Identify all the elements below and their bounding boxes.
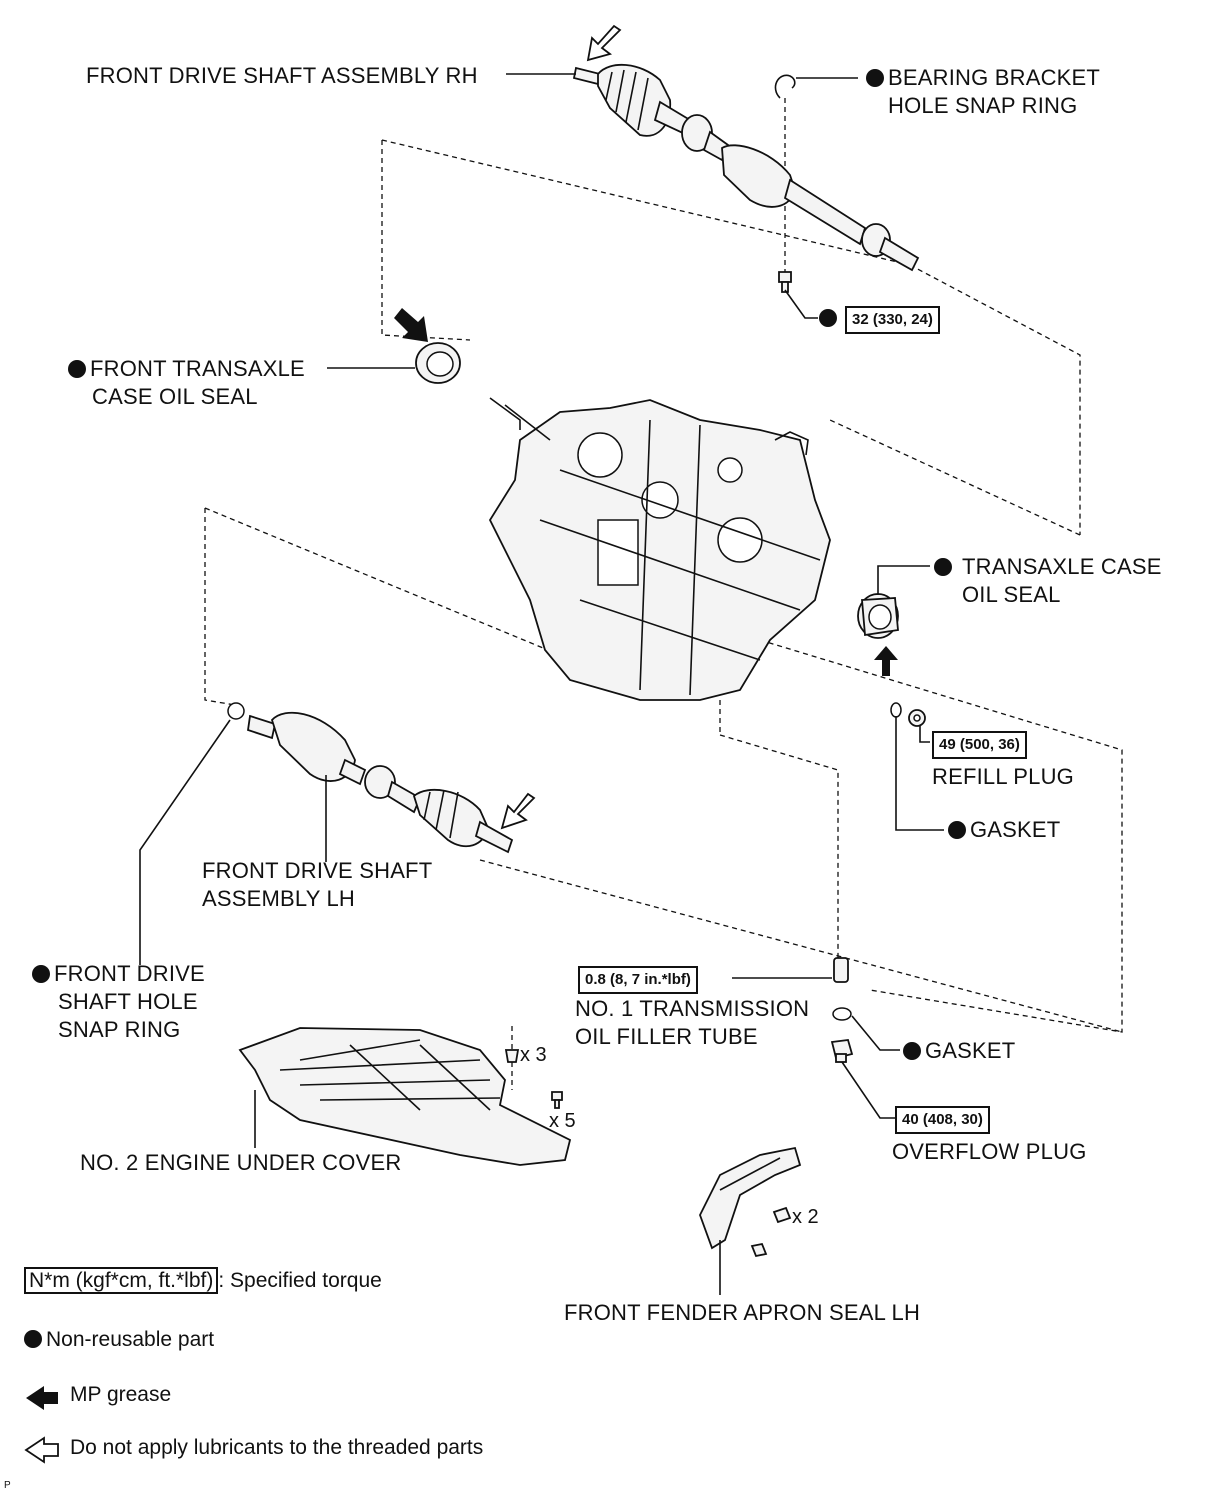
label-gasket-lower: GASKET — [903, 1037, 1015, 1065]
front-drive-shaft-lh-part — [227, 702, 514, 854]
fender-screw-part — [750, 1206, 792, 1258]
mp-grease-arrow-icon — [874, 646, 898, 676]
label-fender-apron-seal: FRONT FENDER APRON SEAL LH — [564, 1300, 921, 1325]
label-engine-under-cover: NO. 2 ENGINE UNDER COVER — [80, 1150, 402, 1175]
nonreusable-dot-icon — [934, 558, 952, 576]
label-front-drive-shaft-rh: FRONT DRIVE SHAFT ASSEMBLY RH — [86, 63, 478, 88]
label-oil-filler-tube: NO. 1 TRANSMISSION — [575, 996, 810, 1021]
front-drive-shaft-rh-part — [572, 63, 920, 272]
label-overflow-plug: OVERFLOW PLUG — [892, 1139, 1087, 1164]
cover-bolt-part — [551, 1091, 563, 1109]
label-front-transaxle-oil-seal: FRONT TRANSAXLE — [68, 355, 305, 383]
nonreusable-dot-icon — [819, 309, 837, 327]
label-shaft-hole-snap-ring-line2: SHAFT HOLE — [58, 989, 198, 1014]
label-gasket-upper: GASKET — [948, 816, 1060, 844]
front-transaxle-oil-seal-part — [415, 342, 461, 384]
qty-clip-x3: x 3 — [520, 1044, 547, 1066]
nonreusable-dot-icon — [32, 965, 50, 983]
legend-nonreusable: Non-reusable part — [24, 1326, 214, 1354]
label-front-drive-shaft-lh-line2: ASSEMBLY LH — [202, 886, 356, 911]
corner-mark: P — [4, 1480, 11, 1491]
label-front-drive-shaft-lh: FRONT DRIVE SHAFT — [202, 858, 433, 883]
cover-clip-part — [504, 1049, 520, 1063]
lower-gasket-part — [832, 1007, 852, 1021]
torque-refill-plug: 49 (500, 36) — [932, 731, 1027, 759]
legend-mp-grease-icon — [26, 1386, 58, 1410]
alignment-lines-lower — [204, 98, 1123, 1090]
no-lubricant-arrow-icon — [586, 24, 622, 62]
torque-filler-tube: 0.8 (8, 7 in.*lbf) — [578, 966, 698, 994]
alignment-lines-upper — [381, 139, 1081, 536]
label-oil-filler-tube-line2: OIL FILLER TUBE — [575, 1024, 758, 1049]
refill-plug-part — [908, 709, 926, 727]
nonreusable-dot-icon — [68, 360, 86, 378]
leader-lines — [139, 73, 944, 1295]
fender-apron-seal-part — [699, 1146, 802, 1250]
nonreusable-dot-icon — [948, 821, 966, 839]
refill-gasket-part — [890, 702, 902, 718]
torque-bracket-bolt: 32 (330, 24) — [845, 306, 940, 334]
legend-torque: N*m (kgf*cm, ft.*lbf): Specified torque — [24, 1267, 382, 1295]
legend-mp-grease: MP grease — [70, 1383, 172, 1406]
qty-bolt-x5: x 5 — [549, 1110, 576, 1132]
label-shaft-hole-snap-ring-line3: SNAP RING — [58, 1017, 181, 1042]
legend-torque-box: N*m (kgf*cm, ft.*lbf) — [24, 1267, 219, 1294]
no-lubricant-arrow-icon — [500, 792, 536, 830]
legend-torque-desc: : Specified torque — [218, 1269, 382, 1292]
label-front-transaxle-oil-seal-line2: CASE OIL SEAL — [92, 384, 258, 409]
mp-grease-arrow-icon — [394, 308, 428, 342]
legend-nonreusable-icon — [24, 1330, 42, 1348]
label-transaxle-case-oil-seal-line2: OIL SEAL — [962, 582, 1061, 607]
label-refill-plug: REFILL PLUG — [932, 764, 1074, 789]
bearing-bracket-snap-ring-part — [774, 74, 796, 99]
transaxle-case-oil-seal-part — [857, 593, 899, 639]
legend-no-lube-icon — [24, 1436, 59, 1464]
transaxle-case-part — [488, 397, 831, 701]
label-bearing-snap-ring: BEARING BRACKET — [866, 64, 1100, 92]
nonreusable-dot-icon — [903, 1042, 921, 1060]
torque-overflow-plug: 40 (408, 30) — [895, 1106, 990, 1134]
bracket-bolt-part — [778, 271, 792, 293]
label-transaxle-case-oil-seal: TRANSAXLE CASE — [934, 553, 1162, 581]
oil-filler-tube-part — [833, 957, 849, 983]
overflow-plug-part — [830, 1039, 854, 1063]
qty-screw-x2: x 2 — [792, 1206, 819, 1228]
label-shaft-hole-snap-ring: FRONT DRIVE — [32, 960, 205, 988]
engine-under-cover-part — [238, 1027, 572, 1166]
legend-no-lube: Do not apply lubricants to the threaded … — [70, 1436, 484, 1459]
nonreusable-dot-icon — [866, 69, 884, 87]
label-bearing-snap-ring-line2: HOLE SNAP RING — [888, 93, 1078, 118]
